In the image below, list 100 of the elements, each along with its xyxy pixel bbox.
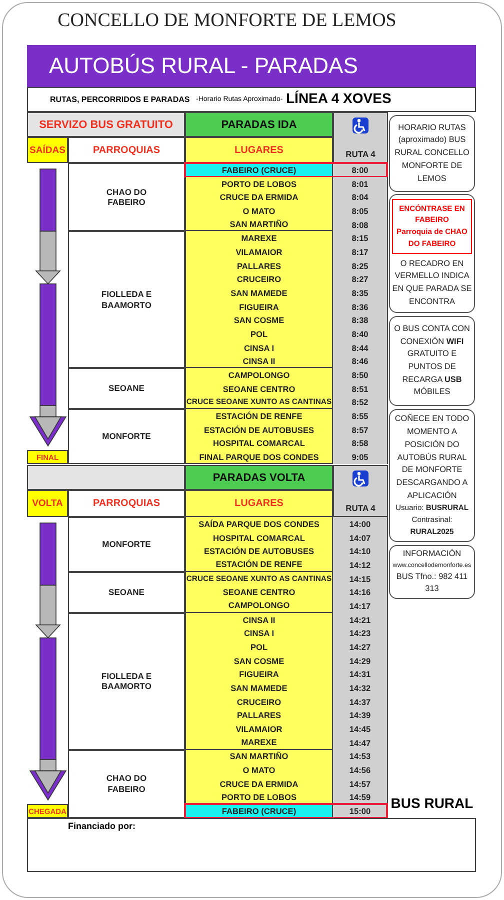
departure-time: 14:57: [333, 776, 388, 791]
stop-name: CINSA II: [185, 612, 333, 626]
stop-name: CINSA I: [185, 626, 333, 640]
departure-time: 8:27: [333, 272, 388, 286]
info-card: [389, 194, 475, 313]
parish-name: FIOLLEDA E BAAMORTO: [68, 231, 185, 368]
departure-time: 8:01: [333, 176, 388, 190]
stop-name: CRUCE DA ERMIDA: [185, 190, 333, 204]
column-header: RUTA 4: [344, 502, 376, 514]
stop-name: SAN COSME: [185, 654, 333, 668]
stop-name: SAN MAMEDE: [185, 286, 333, 300]
departure-time: 8:38: [333, 313, 388, 328]
stop-name: HOSPITAL COMARCAL: [185, 436, 333, 450]
stop-name: SAN MAMEDE: [185, 681, 333, 695]
info-text: BUS Tfno.: 982 411 313: [395, 570, 469, 596]
departure-time: 8:46: [333, 354, 388, 368]
departure-time: 14:39: [333, 708, 388, 722]
departure-time: 8:17: [333, 245, 388, 259]
stop-name: SAN MARTIÑO: [185, 218, 333, 232]
info-card: [389, 545, 475, 599]
stop-name: HOSPITAL COMARCAL: [185, 530, 333, 544]
column-header: LUGARES: [185, 490, 333, 517]
departure-time: 14:16: [333, 585, 388, 600]
stop-name: PALLARES: [185, 258, 333, 272]
section-header: PARADAS IDA: [185, 112, 333, 137]
stop-name: CINSA II: [185, 354, 333, 368]
departure-time: 14:27: [333, 640, 388, 654]
parish-name: SEOANE: [68, 368, 185, 410]
stop-name: SAÍDA PARQUE DOS CONDES: [185, 517, 333, 531]
departure-time: 14:10: [333, 544, 388, 558]
stop-name: POL: [185, 327, 333, 341]
section-header: SERVIZO BUS GRATUITO: [27, 112, 185, 137]
stop-name: ESTACIÓN DE AUTOBUSES: [185, 422, 333, 437]
departure-time: 8:50: [333, 368, 388, 382]
departure-time: 14:53: [333, 750, 388, 764]
stop-name: FIGUEIRA: [185, 300, 333, 314]
funding-note: Financiado por:: [68, 821, 136, 831]
departure-time: 8:58: [333, 436, 388, 450]
departure-time: 8:57: [333, 422, 388, 437]
stop-name: VILAMAIOR: [185, 245, 333, 259]
stop-name: CRUCE DA ERMIDA: [185, 776, 333, 791]
departure-time: 14:17: [333, 599, 388, 613]
line-name: LÍNEA 4 XOVES: [286, 90, 392, 106]
parish-name: MONFORTE: [68, 517, 185, 572]
departure-time: 8:08: [333, 218, 388, 232]
stop-name: POL: [185, 640, 333, 654]
departure-time: 14:21: [333, 612, 388, 626]
parish-name: FIOLLEDA E BAAMORTO: [68, 612, 185, 750]
stop-name: MAREXE: [185, 231, 333, 246]
stop-name: SAN COSME: [185, 313, 333, 328]
departure-time: 14:07: [333, 530, 388, 544]
departure-time: 14:29: [333, 654, 388, 668]
departure-time: 8:44: [333, 340, 388, 354]
section-header: PARADAS VOLTA: [185, 465, 333, 490]
info-card: [389, 409, 475, 542]
departure-time: 9:05: [333, 450, 388, 464]
stop-name: FIGUEIRA: [185, 667, 333, 682]
departure-time: 14:12: [333, 558, 388, 572]
departure-time: 14:47: [333, 736, 388, 750]
stop-name: O MATO: [185, 204, 333, 218]
departure-time: 8:04: [333, 190, 388, 204]
parish-name: CHAO DO FABEIRO: [68, 163, 185, 232]
departure-time: 8:36: [333, 300, 388, 314]
info-card: [389, 115, 475, 192]
stop-name: O MATO: [185, 763, 333, 777]
stop-name: SAN MARTIÑO: [185, 750, 333, 764]
stop-name: PORTO DE LOBOS: [185, 176, 333, 190]
stop-name: CAMPOLONGO: [185, 599, 333, 613]
departure-time: 14:56: [333, 763, 388, 777]
info-text: HORARIO RUTAS (aproximado) BUS RURAL CONCELLO MONFORTE DE LEMOS: [394, 122, 470, 185]
info-text: O RECADRO EN VERMELLO INDICA EN QUE PARADA SE ENCONTRA: [392, 258, 472, 308]
departure-time: 8:15: [333, 231, 388, 246]
parish-name: CHAO DO FABEIRO: [68, 750, 185, 818]
info-text: COÑECE EN TODO MOMENTO A POSICIÓN DO AUTOBÚS RURAL DE MONFORTE DESCARGANDO A APLICACIÓN: [394, 413, 470, 502]
stop-name: CRUCEIRO: [185, 272, 333, 286]
parish-name: MONFORTE: [68, 409, 185, 464]
departure-time: 14:32: [333, 681, 388, 695]
info-text: O BUS CONTA CON CONEXIÓN WIFI GRATUITO E PUNTOS DE RECARGA USB MÓBILES: [393, 322, 471, 398]
direction-label: SAÍDAS: [27, 137, 68, 163]
stop-name: CAMPOLONGO: [185, 368, 333, 382]
caption-text: BUS RURAL: [390, 795, 474, 813]
departure-time: 14:23: [333, 626, 388, 640]
parish-name: SEOANE: [68, 572, 185, 613]
stop-name: MAREXE: [185, 736, 333, 750]
departure-time: 14:45: [333, 722, 388, 736]
title-banner: AUTOBÚS RURAL - PARADAS: [27, 45, 476, 87]
departure-time: 14:31: [333, 667, 388, 682]
column-header: PARROQUIAS: [68, 490, 185, 517]
departure-time: 8:52: [333, 396, 388, 410]
alert-box: [392, 198, 472, 254]
column-header: RUTA 4: [344, 148, 376, 161]
stop-name: FINAL PARQUE DOS CONDES: [185, 450, 333, 464]
stop-name: ESTACIÓN DE AUTOBUSES: [185, 544, 333, 558]
stop-name: CINSA I: [185, 340, 333, 354]
departure-time: 8:25: [333, 258, 388, 272]
header-heading: CONCELLO DE MONFORTE DE LEMOS: [56, 9, 398, 33]
stop-name: VILAMAIOR: [185, 722, 333, 736]
info-card: [389, 316, 475, 406]
info-text: INFORMACIÓN: [402, 548, 462, 560]
stop-name: SEOANE CENTRO: [185, 585, 333, 600]
